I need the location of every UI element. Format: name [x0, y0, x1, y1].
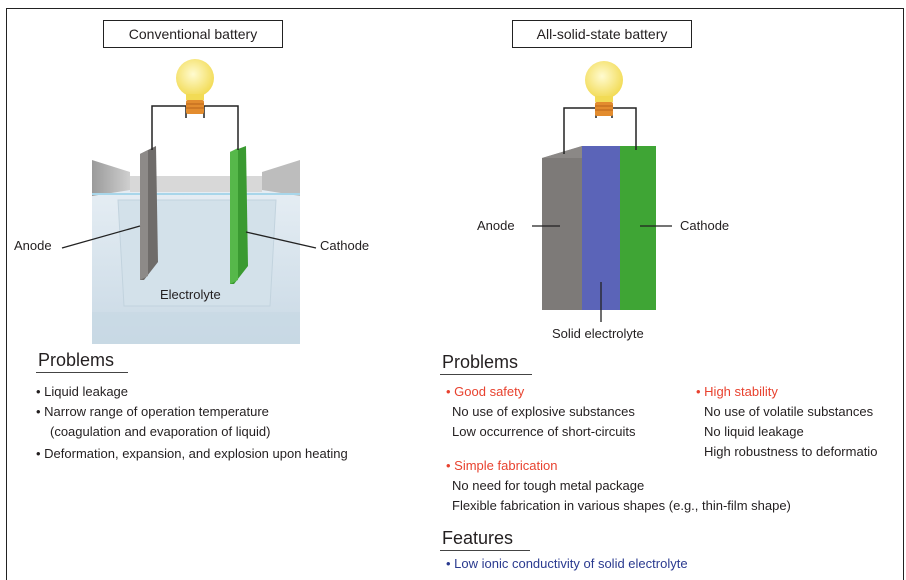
left-problem-item: (coagulation and evaporation of liquid)	[50, 424, 271, 439]
cathode-label: Cathode	[680, 218, 730, 233]
simple-fabrication-item: No need for tough metal package	[452, 478, 645, 493]
anode-layer	[542, 158, 582, 310]
light-bulb-icon	[585, 61, 623, 99]
right-problems-heading: Problems	[442, 352, 519, 372]
solid-electrolyte-label: Solid electrolyte	[552, 326, 644, 341]
good-safety-heading: • Good safety	[446, 384, 525, 399]
anode-leader-line	[61, 225, 141, 249]
conventional-battery-title: Conventional battery	[103, 20, 283, 48]
conventional-battery-diagram	[61, 59, 317, 344]
good-safety-item: Low occurrence of short-circuits	[452, 424, 636, 439]
left-problem-item: • Deformation, expansion, and explosion …	[36, 446, 348, 461]
feature-item: • Low ionic conductivity of solid electr…	[446, 556, 688, 571]
simple-fabrication-heading: • Simple fabrication	[446, 458, 558, 473]
cathode-wire	[203, 105, 239, 150]
good-safety-item: No use of explosive substances	[452, 404, 635, 419]
electrolyte-label: Electrolyte	[160, 287, 221, 302]
cathode-label: Cathode	[320, 238, 370, 253]
right-problems-underline	[440, 374, 532, 375]
figure-frame	[6, 8, 904, 580]
cathode-electrode	[230, 148, 238, 284]
high-stability-item: No use of volatile substances	[704, 404, 874, 419]
high-stability-item: No liquid leakage	[704, 424, 804, 439]
solid-state-battery-diagram	[532, 61, 672, 322]
solid-state-battery-title: All-solid-state battery	[512, 20, 692, 48]
anode-label: Anode	[14, 238, 52, 253]
cathode-leader-line	[245, 231, 317, 249]
tank-right-rim	[262, 160, 300, 196]
simple-fabrication-item: Flexible fabrication in various shapes (…	[452, 498, 791, 513]
left-problems-underline	[36, 372, 128, 373]
light-bulb-icon	[176, 59, 214, 97]
bulb-base	[186, 100, 204, 114]
anode-label: Anode	[477, 218, 515, 233]
tank-back-wall	[130, 176, 262, 192]
anode-wire	[151, 105, 187, 150]
bulb-neck	[186, 94, 204, 100]
features-heading: Features	[442, 528, 514, 548]
left-problem-item: • Liquid leakage	[36, 384, 129, 399]
bulb-base	[595, 102, 613, 116]
tank-left-rim	[92, 160, 130, 196]
left-problem-item: • Narrow range of operation temperature	[36, 404, 269, 419]
cathode-wire	[611, 107, 637, 150]
anode-electrode	[140, 150, 148, 280]
high-stability-item: High robustness to deformatio	[704, 444, 878, 459]
features-underline	[440, 550, 530, 551]
tank-bottom	[92, 312, 300, 344]
cathode-layer	[620, 146, 656, 310]
left-problems-heading: Problems	[38, 350, 115, 370]
high-stability-heading: • High stability	[696, 384, 778, 399]
